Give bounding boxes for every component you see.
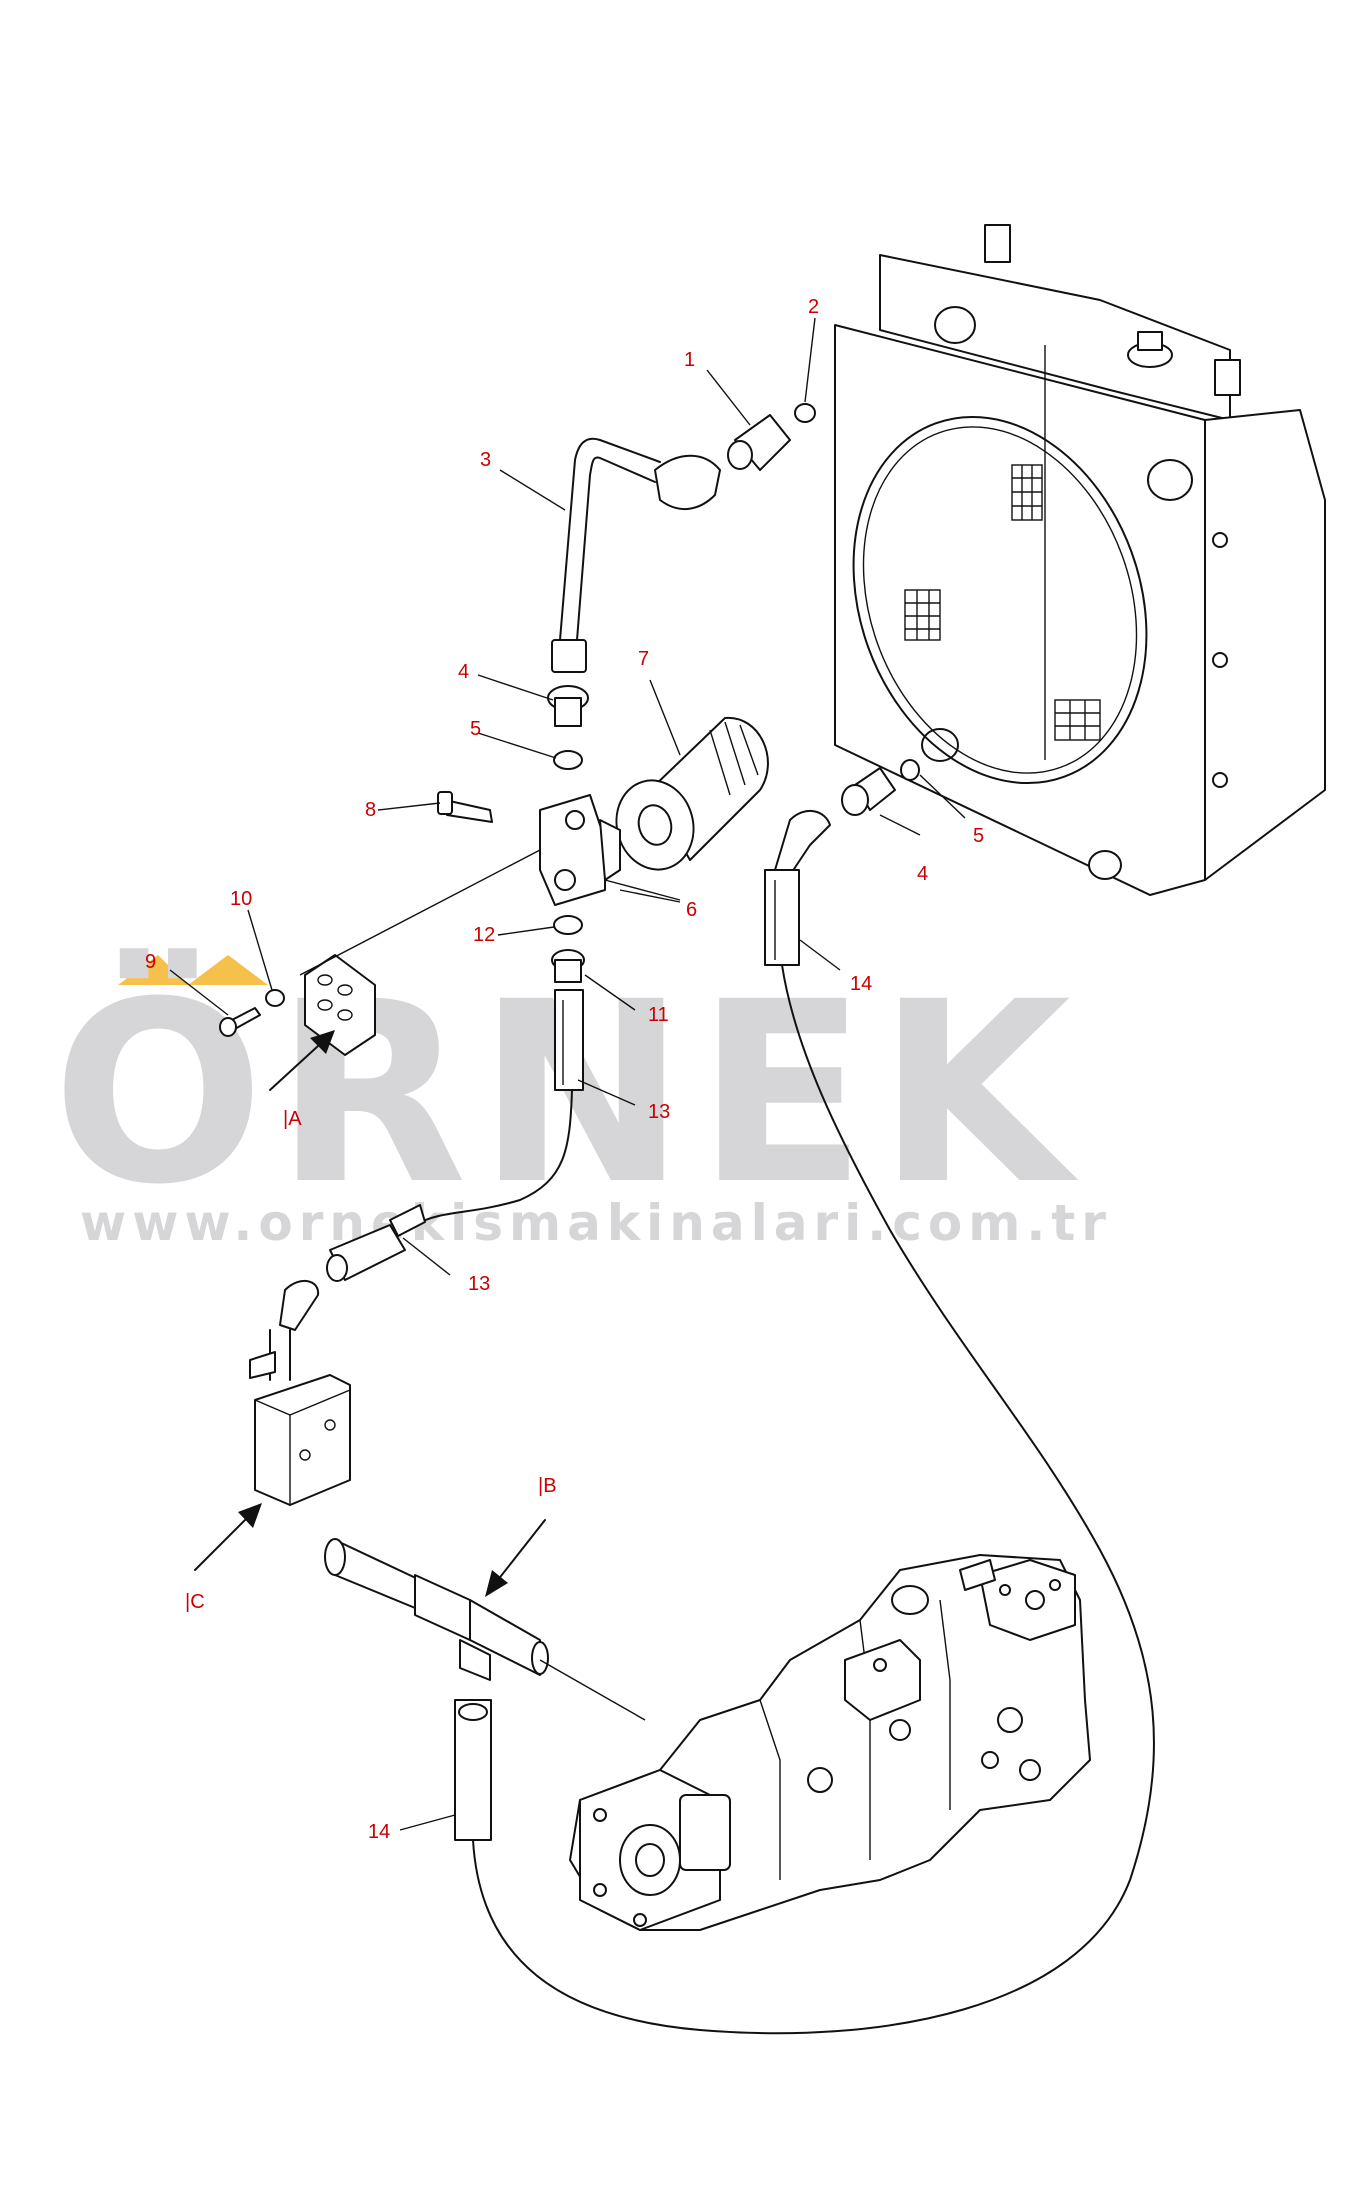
callout-5-upper: 5 [470, 718, 481, 740]
watermark-url: www.ornekismakinalari.com.tr [80, 1194, 1112, 1252]
watermark-accent-left [118, 955, 188, 985]
callout-9: 9 [145, 951, 156, 973]
watermark-accent-right [188, 955, 268, 985]
upper-pipe-assembly [547, 403, 816, 770]
callout-13-upper: 13 [648, 1101, 670, 1123]
core-hatching [904, 464, 1101, 741]
callout-10: 10 [230, 888, 252, 910]
hydraulic-pump [569, 1554, 1091, 1931]
callout-12: 12 [473, 924, 495, 946]
callout-13-lower: 13 [468, 1273, 490, 1295]
filter-assembly [437, 716, 769, 983]
view-label-b: |B [538, 1475, 557, 1497]
callout-14-lower: 14 [368, 1821, 390, 1843]
callout-11: 11 [648, 1004, 669, 1026]
valve-block [249, 1351, 351, 1506]
radiator-assembly [834, 224, 1326, 896]
view-label-c: |C [185, 1591, 205, 1613]
leader-lines [169, 317, 966, 1831]
callout-4-upper: 4 [458, 661, 469, 683]
tee-fitting [324, 1538, 549, 1841]
bracket [219, 954, 376, 1056]
view-label-a: |A [283, 1108, 302, 1130]
callout-2: 2 [808, 296, 819, 318]
callout-8: 8 [365, 799, 376, 821]
callout-7: 7 [638, 648, 649, 670]
callout-5-right: 5 [973, 825, 984, 847]
callout-4-right: 4 [917, 863, 928, 885]
callout-1: 1 [684, 349, 695, 371]
callout-3: 3 [480, 449, 491, 471]
callout-14-upper: 14 [850, 973, 872, 995]
callout-labels: 1 2 3 4 5 7 8 6 12 11 13 13 10 9 5 4 14 … [145, 296, 984, 1843]
right-fittings [764, 759, 920, 966]
hose-14-loop [472, 964, 1155, 2035]
callout-6: 6 [686, 899, 697, 921]
